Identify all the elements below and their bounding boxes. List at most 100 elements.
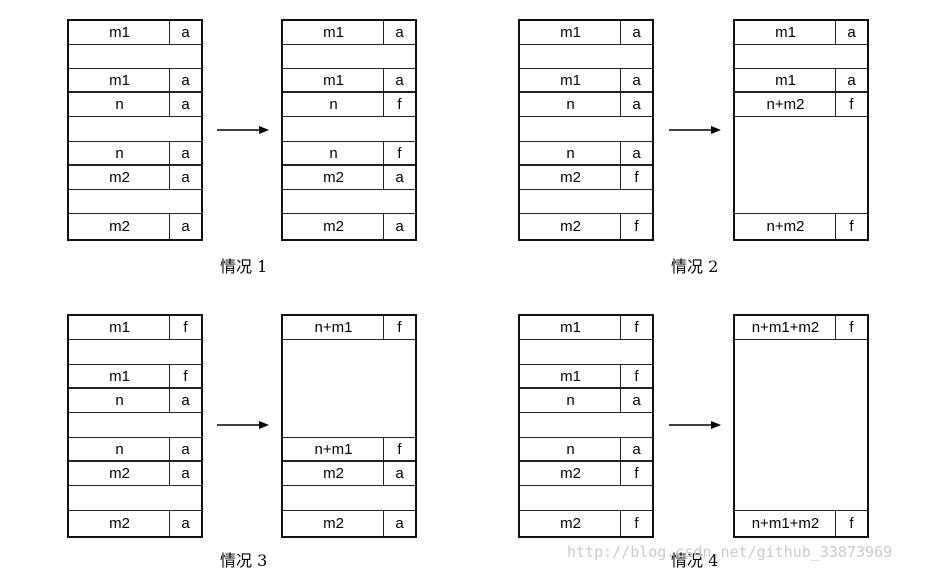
case4-before-tag-label: f [620, 462, 652, 485]
case1-before-row [69, 45, 201, 69]
case4-after-tag-label: f [835, 511, 867, 536]
case2-before-size-label: n [566, 96, 575, 113]
case4-before-row [520, 413, 652, 438]
case3-after-size-label: n+m1 [314, 440, 353, 458]
case3-after-size-label: m2 [323, 515, 344, 532]
case1-after-size-label: n [329, 96, 338, 113]
case1-after-tag-label: f [383, 93, 415, 116]
case1-after-tag-label: f [383, 142, 415, 164]
case3-before-tag-label: a [169, 389, 201, 412]
case4-before-row [520, 486, 652, 511]
case1-arrow-icon [217, 126, 269, 134]
case2-after-size-label: n+m2 [766, 218, 805, 235]
case2-before-size-label: m1 [560, 24, 581, 41]
case2-arrow-icon [669, 126, 721, 134]
case4-before-size-label: m2 [560, 465, 581, 482]
case1-after-tag-label: a [383, 166, 415, 189]
case4-after-row [735, 340, 867, 511]
case4-before-size-label: n [566, 440, 575, 458]
case1-before-size-label: m1 [109, 71, 130, 89]
case3-before-size-label: n [115, 392, 124, 409]
case2-before-size-label: m2 [560, 169, 581, 186]
case3-after-tag-label: f [383, 316, 415, 339]
case1-before-size-label: n [115, 96, 124, 113]
case1-after-tag-label: a [383, 69, 415, 91]
case3-after-size-label: n+m1 [314, 319, 353, 336]
case4-after-size-label: n+m1+m2 [751, 515, 820, 532]
case3-after-tag-label: f [383, 438, 415, 460]
case2-before-tag-label: a [620, 21, 652, 44]
case3-before-tag-label: f [169, 365, 201, 387]
case3-before-tag-label: a [169, 438, 201, 460]
case1-after-tag-label: a [383, 21, 415, 44]
case3-after-row [283, 486, 415, 511]
case4-after-size-label: n+m1+m2 [751, 319, 820, 336]
case2-before-tag-label: a [620, 142, 652, 164]
case3-before-row [69, 486, 201, 511]
case2-before-row [520, 117, 652, 142]
case1-before-row [69, 117, 201, 142]
case1-after-size-label: n [329, 144, 338, 162]
case3-arrow-icon [217, 421, 269, 429]
case2-before-tag-label: f [620, 214, 652, 239]
case2-before-row [520, 190, 652, 214]
case4-arrow-icon [669, 421, 721, 429]
case4-before-tag-label: f [620, 316, 652, 339]
case1-before-tag-label: a [169, 93, 201, 116]
case4-before-size-label: m1 [560, 367, 581, 385]
case2-before-tag-label: a [620, 69, 652, 91]
case1-before-tag-label: a [169, 142, 201, 164]
case3-before-size-label: m2 [109, 465, 130, 482]
case4-before-size-label: m1 [560, 319, 581, 336]
case3-caption: 情况 3 [220, 551, 268, 570]
case2-before-row: m1 a [520, 21, 652, 45]
case4-after-row: n+m1+m2 f [735, 511, 867, 536]
case1-after-row: m1 a [283, 69, 415, 93]
case2-after-size-label: m1 [775, 24, 796, 41]
case4-before-tag-label: a [620, 438, 652, 460]
case1-after-row [283, 117, 415, 142]
case4-before-tag-label: a [620, 389, 652, 412]
case3-before-row [69, 413, 201, 438]
case4-before-size-label: m2 [560, 515, 581, 532]
case3-after-row [283, 340, 415, 438]
case2-before-row [520, 45, 652, 69]
case3-before-size-label: m2 [109, 515, 130, 532]
case2-after-row: m1 a [735, 21, 867, 45]
case2-after-tag-label: f [835, 93, 867, 116]
case2-after-tag-label: a [835, 21, 867, 44]
case3-after-tag-label: a [383, 511, 415, 536]
case4-before-row: m2 f [520, 462, 652, 486]
case1-after-size-label: m1 [323, 71, 344, 89]
case2-after-size-label: n+m2 [766, 96, 805, 113]
watermark: http://blog.csdn.net/github_33873969 [567, 543, 893, 561]
case1-before-tag-label: a [169, 21, 201, 44]
case3-before-row [69, 340, 201, 365]
